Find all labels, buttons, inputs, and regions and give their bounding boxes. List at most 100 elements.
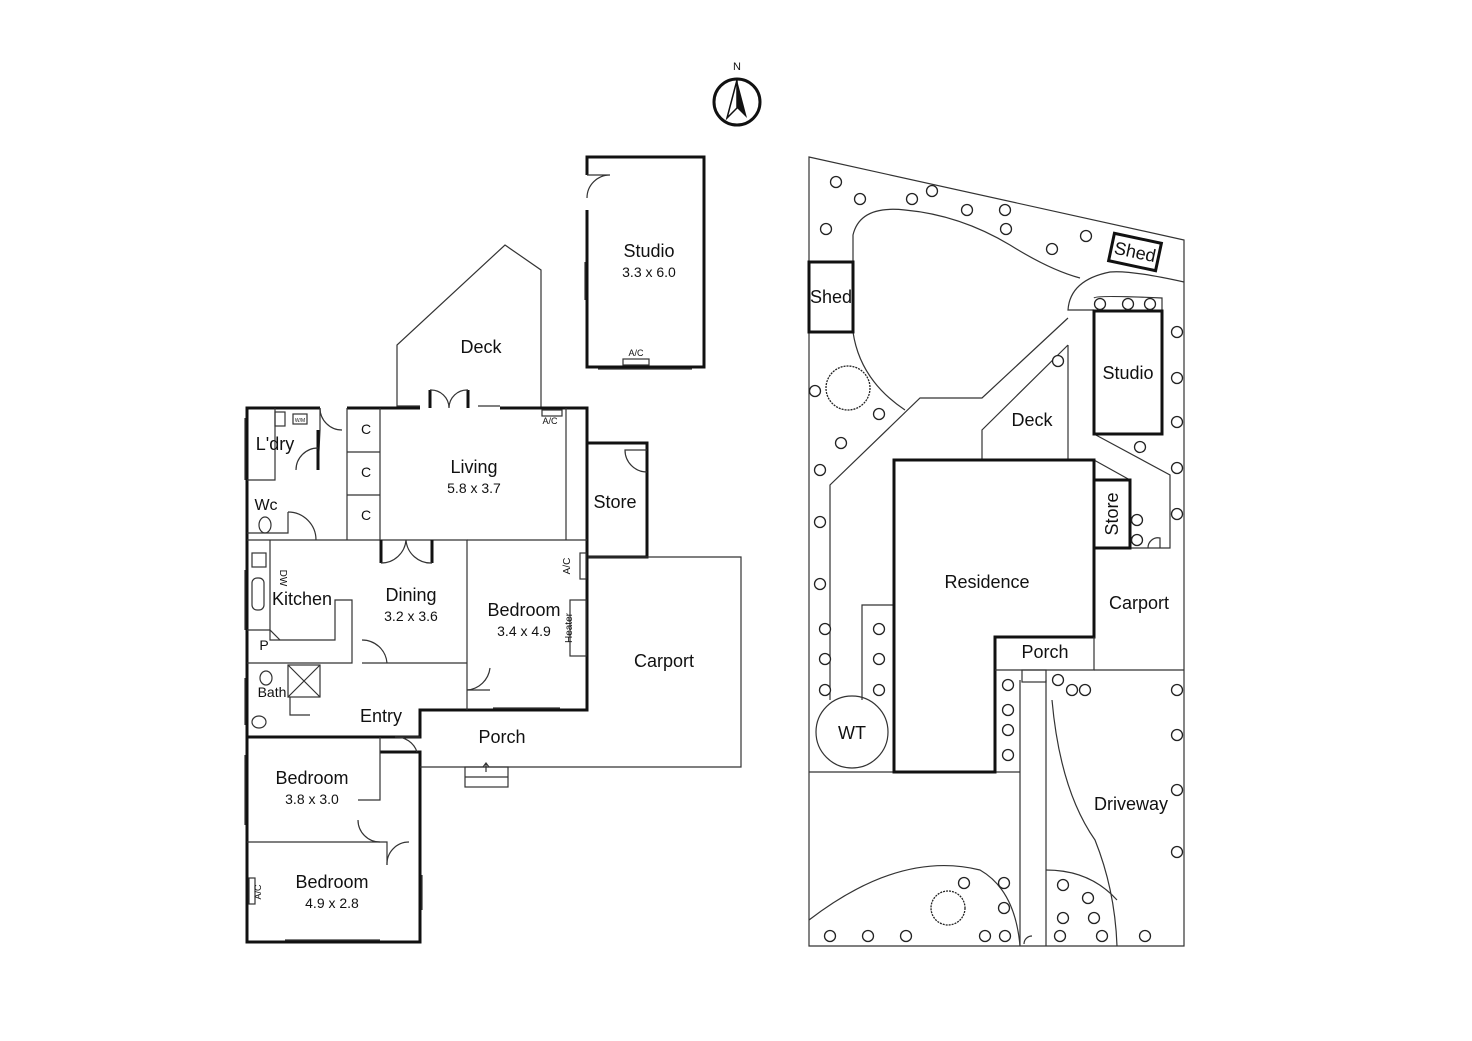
carport-label: Carport [634,651,694,671]
shrub-icon [998,203,1012,217]
shrub-icon [1130,533,1144,547]
bedroom-ac-label: A/C [562,558,573,575]
site-residence-label: Residence [944,572,1029,592]
bath-label: Bath [258,684,287,700]
shrub-icon [808,384,822,398]
shrub-icon [957,876,971,890]
shrub-icon [823,929,837,943]
site-shed-left [807,260,855,334]
shrub-icon [1170,845,1184,859]
shrub-icon [1001,748,1015,762]
bedroom-ac-label: A/C [253,884,263,900]
shrub-icon [1170,507,1184,521]
room-studio: Studio 3.3 x 6.0 A/C [584,155,706,370]
site-shed-left-label: Shed [810,287,852,307]
tree-icon [930,890,966,926]
porch-label: Porch [478,727,525,747]
site-porch-label: Porch [1021,642,1068,662]
shrub-icon [899,929,913,943]
site-studio-label: Studio [1102,363,1153,383]
shrub-icon [819,222,833,236]
shrub-icon [1056,878,1070,892]
laundry-wm-label: W/M [295,418,305,424]
site-deck-label: Deck [1011,410,1053,430]
floor-plan: Studio 3.3 x 6.0 A/C Deck [244,155,742,944]
studio-label: Studio [623,241,674,261]
shrub-icon [1170,325,1184,339]
bedroom-size: 3.4 x 4.9 [497,623,551,639]
toilet-icon [259,670,273,686]
shrub-icon [1087,911,1101,925]
shrub-icon [1130,513,1144,527]
shrub-icon [1001,723,1015,737]
bedroom-label: Bedroom [295,872,368,892]
shrub-icon [1170,371,1184,385]
bedroom-size: 4.9 x 2.8 [305,895,359,911]
shrub-icon [1133,440,1147,454]
trees [808,175,1184,943]
north-compass-icon: N [712,61,762,127]
site-shed-right: Shed [1106,231,1164,273]
carport: Carport [588,556,742,768]
shrub-icon [861,929,875,943]
shrub-icon [818,652,832,666]
deck-label: Deck [460,337,502,357]
cupboard-label: C [361,421,371,437]
shrub-icon [998,929,1012,943]
heater-label: Heater [564,612,575,643]
studio-ac-label: A/C [628,348,644,358]
shrub-icon [1001,678,1015,692]
shrub-icon [872,683,886,697]
shrub-icon [978,929,992,943]
site-store-label: Store [1102,492,1122,535]
shrub-icon [997,876,1011,890]
shrub-icon [1143,297,1157,311]
shrub-icon [813,463,827,477]
shrub-icon [872,652,886,666]
laundry-label: L'dry [256,434,294,454]
basin-icon [251,715,267,729]
shrub-icon [1170,683,1184,697]
shrub-icon [1081,891,1095,905]
house-walls: W/M [244,389,589,944]
shrub-icon [813,577,827,591]
shrub-icon [999,222,1013,236]
bedroom-label: Bedroom [487,600,560,620]
bedroom-size: 3.8 x 3.0 [285,791,339,807]
pantry-label: P [259,637,268,653]
wc-label: Wc [254,497,277,514]
shrub-icon [1170,728,1184,742]
tree-icon [825,365,871,411]
entry-label: Entry [360,706,402,726]
shrub-icon [1051,354,1065,368]
shrub-icon [818,683,832,697]
living-ac-label: A/C [542,416,558,426]
shrub-icon [1065,683,1079,697]
water-tank [815,695,889,769]
shrub-icon [818,622,832,636]
cupboard-label: C [361,507,371,523]
shrub-icon [1045,242,1059,256]
shrub-icon [1093,297,1107,311]
shrub-icon [813,515,827,529]
living-label: Living [450,457,497,477]
shrub-icon [1053,929,1067,943]
shrub-icon [1095,929,1109,943]
shrub-icon [1138,929,1152,943]
site-driveway-label: Driveway [1094,794,1168,814]
shrub-icon [960,203,974,217]
living-size: 5.8 x 3.7 [447,480,501,496]
lot-boundary [808,156,1185,947]
shrub-icon [1001,703,1015,717]
toilet-icon [258,516,272,534]
room-store: Store [588,441,649,559]
shrub-icon [872,407,886,421]
shrub-icon [997,901,1011,915]
site-residence [892,458,1096,774]
shrub-icon [834,436,848,450]
deck: Deck [396,244,542,408]
shrub-icon [872,622,886,636]
cupboard-label: C [361,464,371,480]
